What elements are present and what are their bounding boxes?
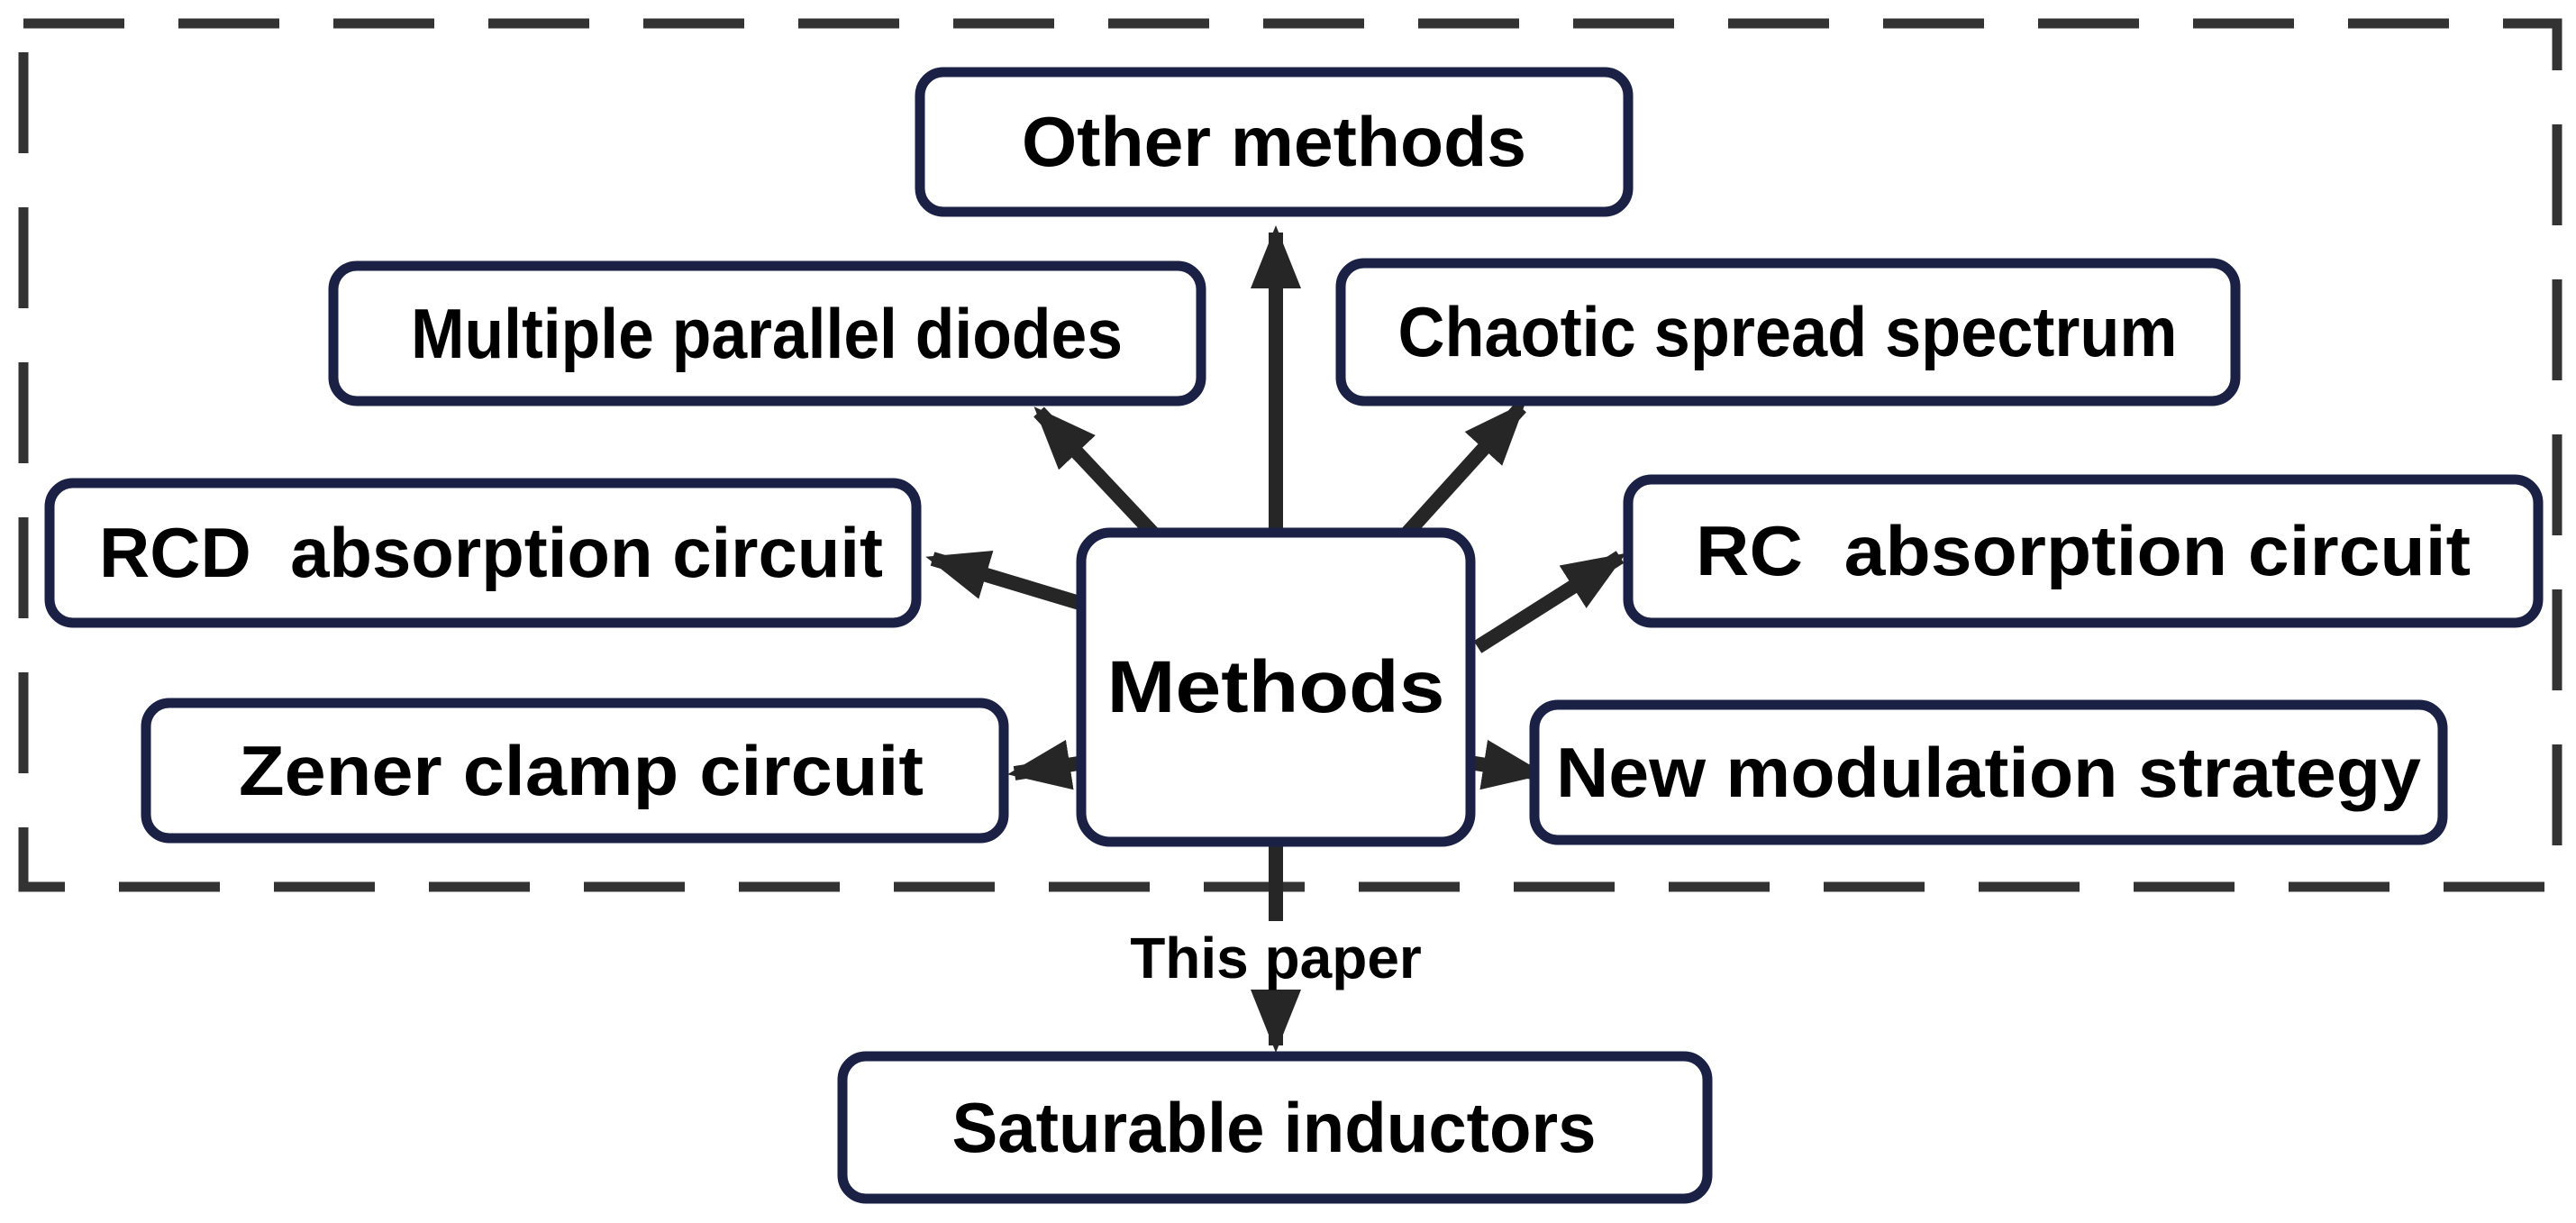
node-label: Zener clamp circuit — [239, 731, 924, 810]
node-methods-center: Methods — [1076, 527, 1476, 847]
node-box — [1076, 527, 1476, 847]
node-label: Other methods — [1022, 102, 1526, 181]
node-box — [141, 698, 1009, 844]
arrow-methods-to-new-modulation-strategy — [1461, 739, 1546, 790]
node-label: Saturable inductors — [952, 1088, 1597, 1167]
node-label: Methods — [1107, 646, 1445, 728]
arrow-methods-to-multiple-parallel-diodes — [1033, 406, 1172, 553]
arrow-methods-to-chaotic-spread-spectrum — [1387, 402, 1526, 555]
arrow-methods-to-rcd-absorption-circuit — [925, 551, 1091, 613]
node-multiple-parallel-diodes: Multiple parallel diodes — [328, 260, 1206, 406]
node-label: New modulation strategy — [1556, 733, 2421, 812]
node-box — [1335, 258, 2241, 406]
node-chaotic-spread-spectrum: Chaotic spread spectrum — [1335, 258, 2241, 406]
node-label: RC absorption circuit — [1696, 511, 2471, 590]
node-saturable-inductors: Saturable inductors — [837, 1051, 1713, 1204]
node-label: RCD absorption circuit — [99, 513, 883, 592]
node-zener-clamp-circuit: Zener clamp circuit — [141, 698, 1009, 844]
node-label: Multiple parallel diodes — [411, 294, 1123, 373]
node-other-methods: Other methods — [915, 67, 1634, 217]
node-box — [328, 260, 1206, 406]
dashed-boundary — [18, 18, 2562, 892]
arrow-label-this-paper: This paper — [1130, 926, 1422, 990]
node-label: Chaotic spread spectrum — [1398, 292, 2178, 371]
node-box — [1623, 474, 2544, 628]
node-new-modulation-strategy: New modulation strategy — [1529, 699, 2448, 845]
node-rc-absorption-circuit: RC absorption circuit — [1623, 474, 2544, 628]
node-box — [44, 478, 922, 628]
node-box — [1529, 699, 2448, 845]
node-rcd-absorption-circuit: RCD absorption circuit — [44, 478, 922, 628]
node-box — [915, 67, 1634, 217]
arrow-methods-to-rc-absorption-circuit — [1473, 551, 1626, 653]
node-box — [837, 1051, 1713, 1204]
